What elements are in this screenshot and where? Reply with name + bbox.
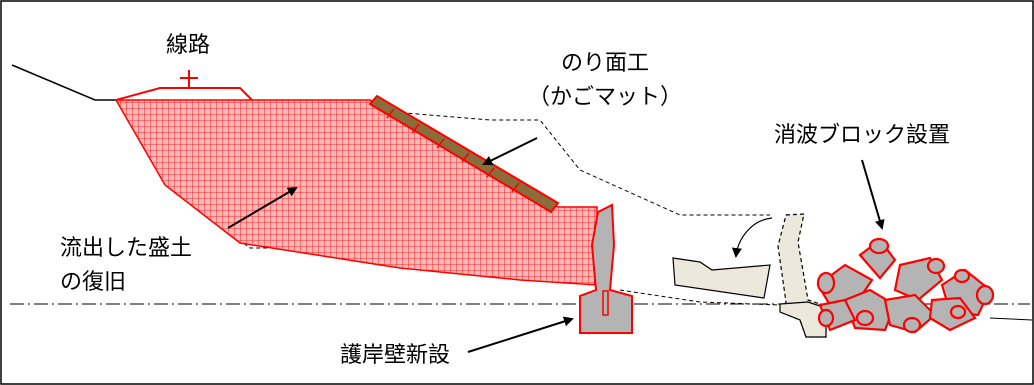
tetrapod-7 [817, 298, 857, 332]
tetrapod-8 [928, 296, 977, 332]
seabed-right [989, 317, 1033, 321]
seabed-dashed [619, 289, 781, 306]
gabion-mat-joints [386, 108, 520, 193]
label-slope-work-2: （かごマット） [528, 85, 682, 110]
track-bed [115, 87, 253, 101]
rail-marker [180, 70, 198, 88]
arrow-seawall [467, 316, 574, 353]
seawall-joint [602, 290, 609, 316]
original-slope-dashed [247, 99, 770, 216]
label-seawall: 護岸壁新設 [340, 343, 450, 368]
arrow-slope-work [482, 137, 538, 165]
gabion-mat [368, 94, 560, 214]
label-wave-block: 消波ブロック設置 [774, 123, 950, 148]
label-embankment-1: 流出した盛土 [60, 236, 192, 261]
displacement-arrow [731, 217, 773, 258]
arrow-wave-block [861, 159, 885, 230]
old-wall-base [779, 301, 827, 338]
displaced-block [672, 257, 771, 299]
tetrapod-1 [858, 237, 897, 280]
label-slope-work-1: のり面工 [561, 51, 649, 76]
label-embankment-2: の復旧 [60, 270, 126, 295]
tetrapod-6 [883, 293, 937, 334]
label-track: 線路 [166, 33, 210, 58]
original-ground-line [11, 64, 118, 101]
tetrapod-3 [893, 256, 946, 302]
tetrapod-blocks [816, 237, 995, 334]
new-seawall [579, 203, 633, 334]
arrow-embankment [227, 186, 298, 229]
